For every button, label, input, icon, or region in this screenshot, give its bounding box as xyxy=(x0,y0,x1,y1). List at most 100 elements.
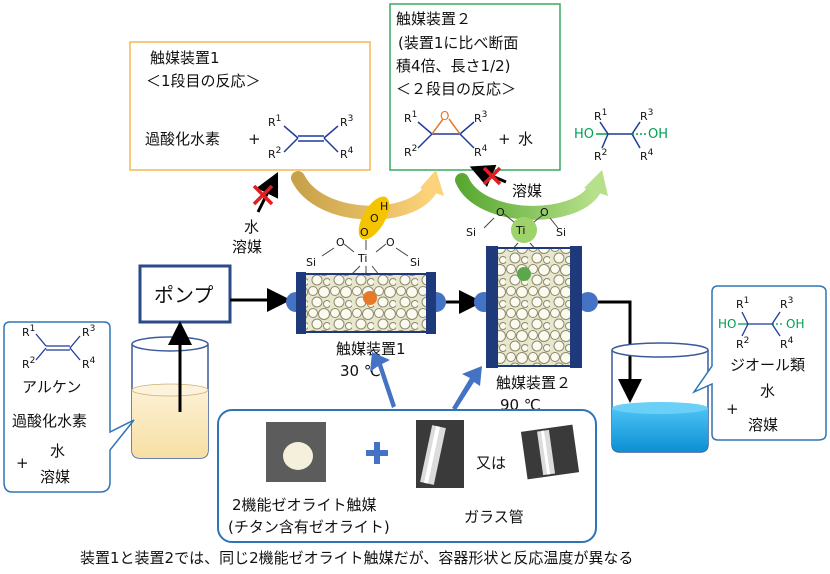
reaction-box-2-line1: (装置1に比べ断面 xyxy=(398,34,518,52)
svg-text:R4: R4 xyxy=(780,336,794,351)
reactor-1: 触媒装置1 30 ℃ xyxy=(286,272,446,380)
svg-text:R3: R3 xyxy=(640,108,653,123)
blocked-arrow-left: 水 溶媒 xyxy=(232,171,279,256)
svg-text:O: O xyxy=(336,236,345,249)
svg-text:Si: Si xyxy=(410,256,420,269)
glass-tube-photo-2 xyxy=(520,424,580,480)
svg-text:O: O xyxy=(540,206,549,219)
alkene-label: アルケン xyxy=(22,378,81,396)
svg-text:Si: Si xyxy=(466,226,476,239)
feed-plus: + xyxy=(16,454,29,472)
plus-icon xyxy=(366,442,388,464)
blocked-water-label: 水 xyxy=(244,218,259,236)
svg-text:R4: R4 xyxy=(340,146,354,161)
svg-text:O: O xyxy=(496,206,505,219)
reaction-box-2-title: 触媒装置２ xyxy=(396,10,471,28)
svg-text:R1: R1 xyxy=(736,296,749,311)
svg-text:HO: HO xyxy=(718,317,736,331)
reactor-1-temp: 30 ℃ xyxy=(340,362,381,380)
svg-text:R1: R1 xyxy=(594,108,607,123)
svg-text:Ti: Ti xyxy=(357,252,367,265)
svg-text:H: H xyxy=(380,200,388,213)
svg-text:R4: R4 xyxy=(640,148,654,163)
reactor-1-name: 触媒装置1 xyxy=(336,340,406,358)
svg-text:OH: OH xyxy=(786,317,804,331)
product-name: ジオール類 xyxy=(730,356,805,374)
svg-text:R3: R3 xyxy=(340,114,353,129)
up-arrow-1 xyxy=(370,352,396,408)
cross-icon xyxy=(252,184,274,206)
alkene-structure: R1 R2 R3 R4 xyxy=(268,114,354,161)
product-water-label: 水 xyxy=(760,382,775,400)
diol-structure-top: HO OH R1 R2 R3 R4 xyxy=(574,108,668,163)
catalyst-description: (チタン含有ゼオライト) xyxy=(228,518,390,536)
product-callout: HO OH R1 R2 R3 R4 ジオール類 水 + 溶媒 xyxy=(691,285,827,441)
reaction-box-2-subtitle: ＜２段目の反応＞ xyxy=(396,80,516,98)
reaction-box-1-subtitle: ＜1段目の反応＞ xyxy=(146,72,261,90)
reaction-box-1-title: 触媒装置1 xyxy=(150,49,220,67)
reactor-2-name: 触媒装置２ xyxy=(496,374,571,392)
or-label: 又は xyxy=(476,454,506,472)
glass-tube-photo-1 xyxy=(416,420,464,488)
svg-text:O: O xyxy=(360,226,369,239)
reaction-box-2-line2: 積4倍、長さ1/2) xyxy=(396,57,511,75)
feed-callout: R1 R2 R3 R4 アルケン 過酸化水素 水 + 溶媒 xyxy=(3,321,135,493)
product-plus: + xyxy=(726,400,739,418)
svg-text:R1: R1 xyxy=(268,114,281,129)
svg-text:R4: R4 xyxy=(82,356,96,371)
catalyst-photo xyxy=(266,422,326,482)
reactor-2: 触媒装置２ 90 ℃ xyxy=(474,246,598,414)
product-solvent-label: 溶媒 xyxy=(748,416,778,434)
svg-text:R3: R3 xyxy=(82,324,95,339)
svg-text:HO: HO xyxy=(574,127,594,142)
svg-text:Si: Si xyxy=(556,226,566,239)
svg-text:O: O xyxy=(370,212,379,225)
reaction-box-2: 触媒装置２ (装置1に比べ断面 積4倍、長さ1/2) ＜２段目の反応＞ O R1… xyxy=(389,3,561,171)
svg-text:R3: R3 xyxy=(474,110,487,125)
svg-text:R2: R2 xyxy=(594,148,607,163)
reaction-box-1: 触媒装置1 ＜1段目の反応＞ 過酸化水素 + R1 R2 R3 R4 xyxy=(129,41,371,171)
catalyst-panel: 又は 2機能ゼオライト触媒 (チタン含有ゼオライト) ガラス管 xyxy=(217,409,597,543)
svg-text:O: O xyxy=(386,236,395,249)
svg-text:R3: R3 xyxy=(780,296,793,311)
catalyst-name: 2機能ゼオライト触媒 xyxy=(232,496,377,514)
svg-text:R2: R2 xyxy=(22,356,35,371)
svg-text:OH: OH xyxy=(648,127,668,142)
svg-text:R2: R2 xyxy=(268,146,281,161)
flow-line-3 xyxy=(598,300,642,403)
feed-beaker xyxy=(131,336,209,459)
svg-text:Ti: Ti xyxy=(515,224,525,237)
alkene-structure-feed: R1 R2 R3 R4 xyxy=(22,324,96,371)
plus-sign: + xyxy=(498,130,511,148)
pump[interactable]: ポンプ xyxy=(138,264,232,324)
svg-text:Si: Si xyxy=(306,256,316,269)
blocked-solvent-label-2: 溶媒 xyxy=(512,182,542,200)
feed-solvent-label: 溶媒 xyxy=(40,468,70,486)
reaction-arc-2 xyxy=(455,170,608,220)
cross-icon xyxy=(482,166,502,186)
blocked-solvent-label: 溶媒 xyxy=(232,238,262,256)
diol-structure-product: HO OH R1 R2 R3 R4 xyxy=(718,296,804,351)
svg-text:R1: R1 xyxy=(22,324,35,339)
svg-text:R2: R2 xyxy=(404,144,417,159)
caption: 装置1と装置2では、同じ2機能ゼオライト触媒だが、容器形状と反応温度が異なる xyxy=(80,549,633,567)
active-site-2: Ti O Si O Si xyxy=(466,206,566,253)
orange-site-dot xyxy=(363,291,377,305)
reagent-label: 過酸化水素 xyxy=(145,130,220,148)
feed-reagent-label: 過酸化水素 xyxy=(12,412,87,430)
product-beaker xyxy=(611,342,709,453)
glass-tube-label: ガラス管 xyxy=(464,508,524,526)
epoxide-structure: O R1 R2 R3 R4 xyxy=(404,109,488,159)
svg-text:O: O xyxy=(440,109,449,123)
feed-water-label: 水 xyxy=(50,442,65,460)
svg-text:R2: R2 xyxy=(736,336,749,351)
water-label: 水 xyxy=(518,130,533,148)
svg-text:R4: R4 xyxy=(474,144,488,159)
svg-text:R1: R1 xyxy=(404,110,417,125)
up-arrow-2 xyxy=(452,366,482,410)
plus-sign: + xyxy=(248,130,261,148)
pump-label: ポンプ xyxy=(154,283,213,307)
active-site-1: H O O Ti O Si O Si xyxy=(306,196,420,278)
blocked-arrow-right: 溶媒 xyxy=(469,164,542,200)
